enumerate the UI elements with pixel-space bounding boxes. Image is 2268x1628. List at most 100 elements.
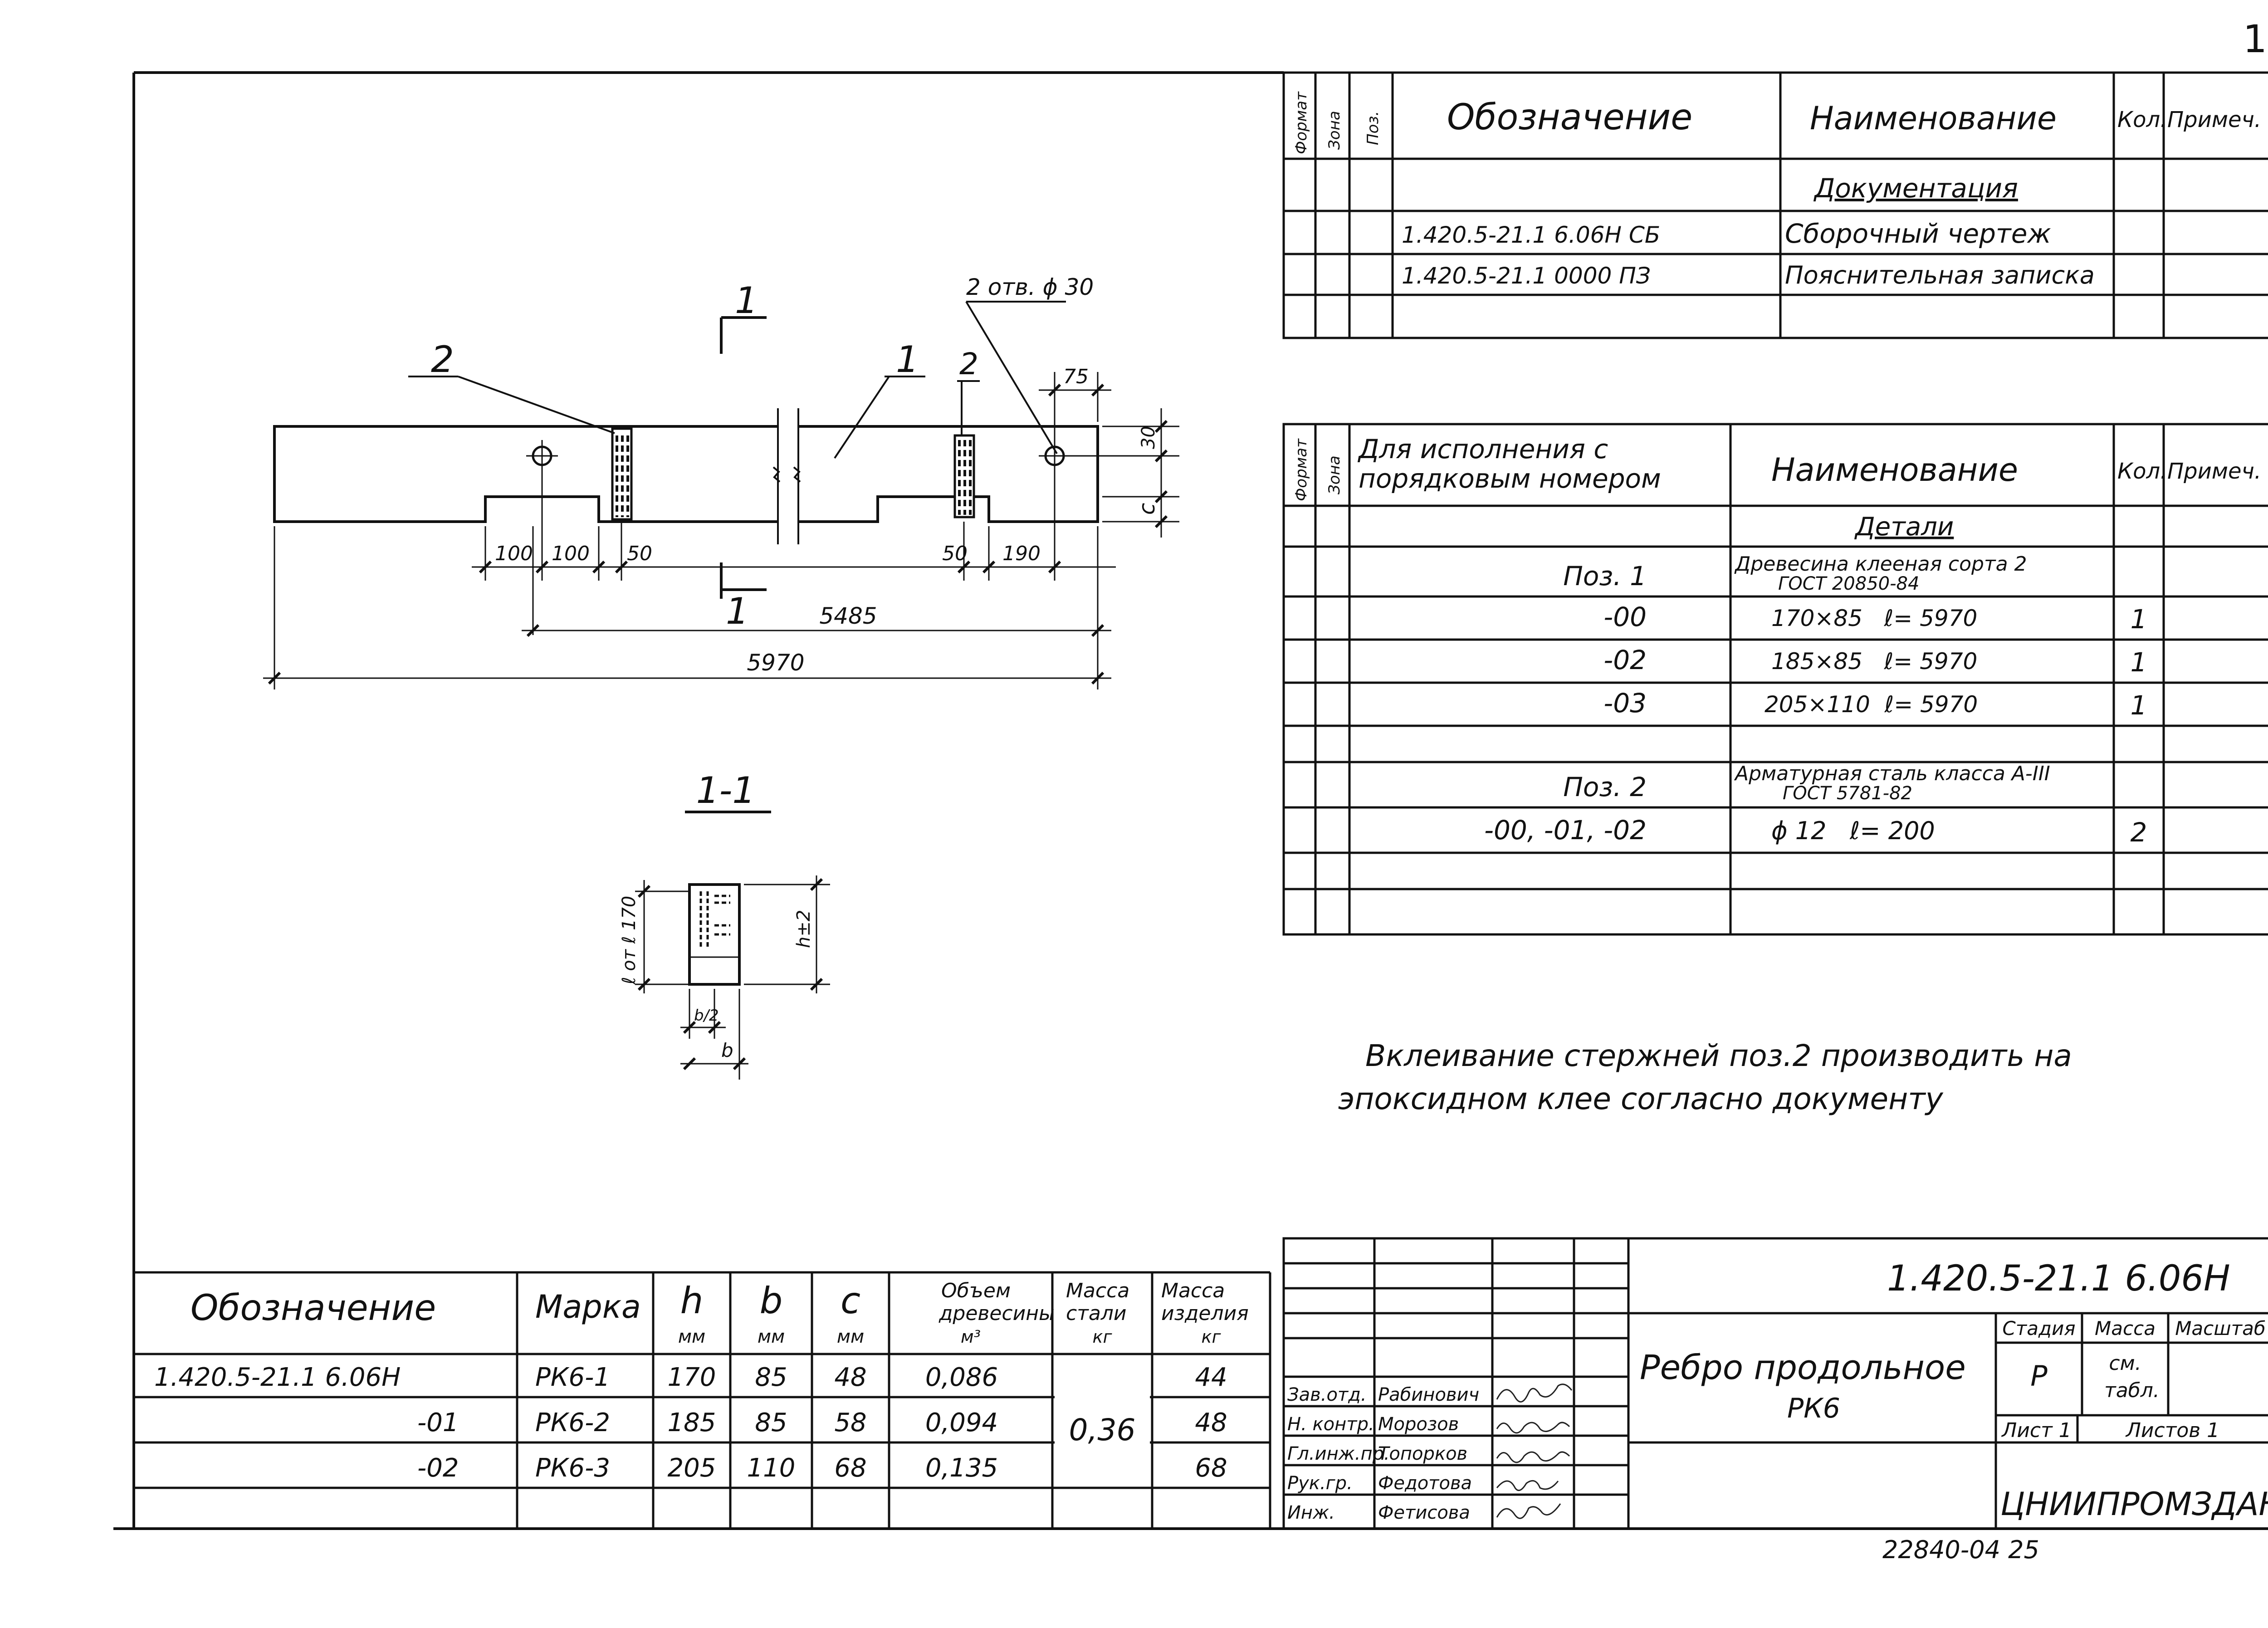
params-header-b: b — [760, 1280, 783, 1322]
spec-bottom-row-6-name: ϕ 12 ℓ= 200 — [1771, 816, 1935, 845]
params-header-c-unit: мм — [837, 1326, 864, 1347]
params-header-designation: Обозначение — [191, 1288, 436, 1329]
spec-top-row-1-designation: 1.420.5-21.1 6.06Н СБ — [1402, 222, 1660, 248]
title-code: 1.420.5-21.1 6.06Н — [1887, 1258, 2230, 1299]
params-header-mass-unit: кг — [1202, 1327, 1222, 1347]
params-row-1-mark: РК6-1 — [535, 1363, 610, 1392]
section-1-1: 1-1 — [619, 769, 830, 1080]
spec-bottom-row-6-variant: -00, -01, -02 — [1484, 815, 1647, 846]
page-number: 129 — [2243, 17, 2268, 61]
dim-75: 75 — [1063, 365, 1089, 388]
dim-5970: 5970 — [747, 650, 804, 676]
params-header-steel-unit: кг — [1093, 1327, 1113, 1347]
leader-label-pos2-right: 2 — [959, 347, 978, 381]
spec-bottom-header-name: Наименование — [1771, 451, 2018, 489]
note-line-1: Вклеивание стержней поз.2 производить на — [1365, 1038, 2072, 1073]
params-row-3-designation: -02 — [417, 1453, 459, 1483]
section-dim-b: b — [721, 1039, 733, 1061]
params-row-2-designation: -01 — [417, 1408, 459, 1437]
leader-label-pos2-left: 2 — [431, 338, 454, 381]
title-name-line2: РК6 — [1787, 1393, 1840, 1424]
title-role-3: Гл.инж.пр. — [1287, 1443, 1390, 1464]
title-mass-value-line1: см. — [2109, 1352, 2141, 1375]
params-header-b-unit: мм — [758, 1326, 785, 1347]
title-role-1: Зав.отд. — [1287, 1384, 1367, 1405]
dim-50-a: 50 — [627, 542, 652, 565]
spec-top-header-zone: Зона — [1325, 111, 1344, 150]
footer-code: 22840-04 25 — [1882, 1535, 2039, 1564]
title-person-4: Федотова — [1378, 1473, 1472, 1494]
title-stage-value: Р — [2030, 1359, 2048, 1393]
params-row-1-volume: 0,086 — [925, 1363, 998, 1392]
params-row-1-c: 48 — [834, 1363, 866, 1392]
spec-top-header-designation: Обозначение — [1447, 97, 1692, 138]
title-sheet: Лист 1 — [2001, 1419, 2071, 1442]
title-role-2: Н. контр. — [1287, 1414, 1374, 1435]
spec-bottom-row-2-variant: -00 — [1603, 601, 1647, 632]
spec-bottom-row-4-name: 205×110 ℓ= 5970 — [1765, 691, 1978, 718]
params-row-3-mark: РК6-3 — [535, 1453, 610, 1483]
title-role-4: Рук.гр. — [1287, 1473, 1353, 1494]
params-header-volume-line2: древесины — [938, 1302, 1055, 1325]
params-header-h-unit: мм — [678, 1326, 705, 1347]
params-row-3-volume: 0,135 — [925, 1453, 998, 1483]
title-person-2: Морозов — [1378, 1414, 1459, 1435]
spec-bottom-row-3-variant: -02 — [1603, 645, 1647, 675]
title-person-1: Рабинович — [1378, 1384, 1479, 1405]
spec-bottom-row-5-variant: Поз. 2 — [1563, 772, 1647, 802]
spec-bottom-row-4-variant: -03 — [1603, 688, 1647, 719]
title-person-5: Фетисова — [1378, 1502, 1470, 1523]
section-mark-top: 1 — [735, 279, 758, 322]
spec-bottom-row-4-qty: 1 — [2131, 690, 2147, 721]
params-header-mark: Марка — [535, 1288, 641, 1325]
spec-bottom-row-5-name-line1: Арматурная сталь класса А-III — [1734, 762, 2050, 785]
title-mass-label: Масса — [2095, 1317, 2156, 1340]
params-row-2-mark: РК6-2 — [535, 1408, 610, 1437]
title-role-5: Инж. — [1287, 1502, 1335, 1523]
rod-left — [611, 427, 633, 521]
spec-top-header-pos: Поз. — [1364, 111, 1382, 145]
title-stage-label: Стадия — [2002, 1317, 2075, 1340]
dim-c: c — [1134, 503, 1160, 515]
spec-top-header-format: Формат — [1292, 91, 1310, 154]
params-header-mass-line2: изделия — [1161, 1302, 1249, 1325]
section-dim-h: h±2 — [793, 910, 814, 948]
spec-bottom-header-format: Формат — [1292, 438, 1310, 501]
section-title: 1-1 — [696, 769, 756, 812]
params-row-3-b: 110 — [747, 1453, 796, 1483]
dim-30: 30 — [1138, 426, 1159, 449]
section-dim-b2: b/2 — [694, 1007, 719, 1025]
spec-bottom-row-6-qty: 2 — [2131, 817, 2147, 848]
params-row-3-mass: 68 — [1195, 1453, 1227, 1483]
spec-bottom-section-title: Детали — [1854, 512, 1954, 542]
dim-190: 190 — [1002, 542, 1041, 565]
spec-top-header-qty: Кол. — [2117, 107, 2167, 132]
params-row-1-designation: 1.420.5-21.1 6.06Н — [154, 1363, 401, 1392]
note: Вклеивание стержней поз.2 производить на… — [1338, 1038, 2072, 1116]
spec-bottom-row-1-variant: Поз. 1 — [1563, 561, 1647, 592]
spec-top-row-2-designation: 1.420.5-21.1 0000 ПЗ — [1402, 263, 1651, 289]
note-line-2: эпоксидном клее согласно документу — [1338, 1081, 1944, 1116]
params-row-3-h: 205 — [668, 1453, 716, 1483]
spec-bottom-row-1-name-line1: Древесина клееная сорта 2 — [1734, 552, 2027, 576]
spec-top-header-note: Примеч. — [2167, 107, 2261, 132]
params-row-1-mass: 44 — [1195, 1363, 1227, 1392]
spec-bottom-header-qty: Кол. — [2117, 459, 2167, 484]
spec-bottom-table: Формат Зона Для исполнения с порядковым … — [1282, 423, 2268, 936]
params-header-volume-line1: Объем — [941, 1279, 1011, 1302]
beam-elevation: 2 1 2 2 отв. ϕ 30 1 1 — [263, 274, 1179, 689]
title-person-3: Топорков — [1378, 1443, 1467, 1464]
title-mass-value-line2: табл. — [2104, 1379, 2160, 1402]
title-sheets: Листов 1 — [2125, 1419, 2219, 1442]
title-scale-label: Масштаб — [2175, 1317, 2266, 1340]
spec-bottom-row-2-qty: 1 — [2131, 604, 2147, 635]
spec-bottom-row-1-name-line2: ГОСТ 20850-84 — [1778, 573, 1919, 594]
params-header-steel-line2: стали — [1066, 1302, 1127, 1325]
params-row-2-b: 85 — [755, 1408, 787, 1437]
params-row-2-h: 185 — [668, 1408, 716, 1437]
spec-top-section-title: Документация — [1813, 173, 2018, 204]
section-dim-c: ℓ от ℓ 170 — [619, 896, 640, 985]
spec-bottom-row-3-qty: 1 — [2131, 647, 2147, 678]
spec-bottom-row-2-name: 170×85 ℓ= 5970 — [1771, 605, 1977, 631]
title-organization: ЦНИИПРОМЗДАНИЙ — [2000, 1486, 2268, 1523]
